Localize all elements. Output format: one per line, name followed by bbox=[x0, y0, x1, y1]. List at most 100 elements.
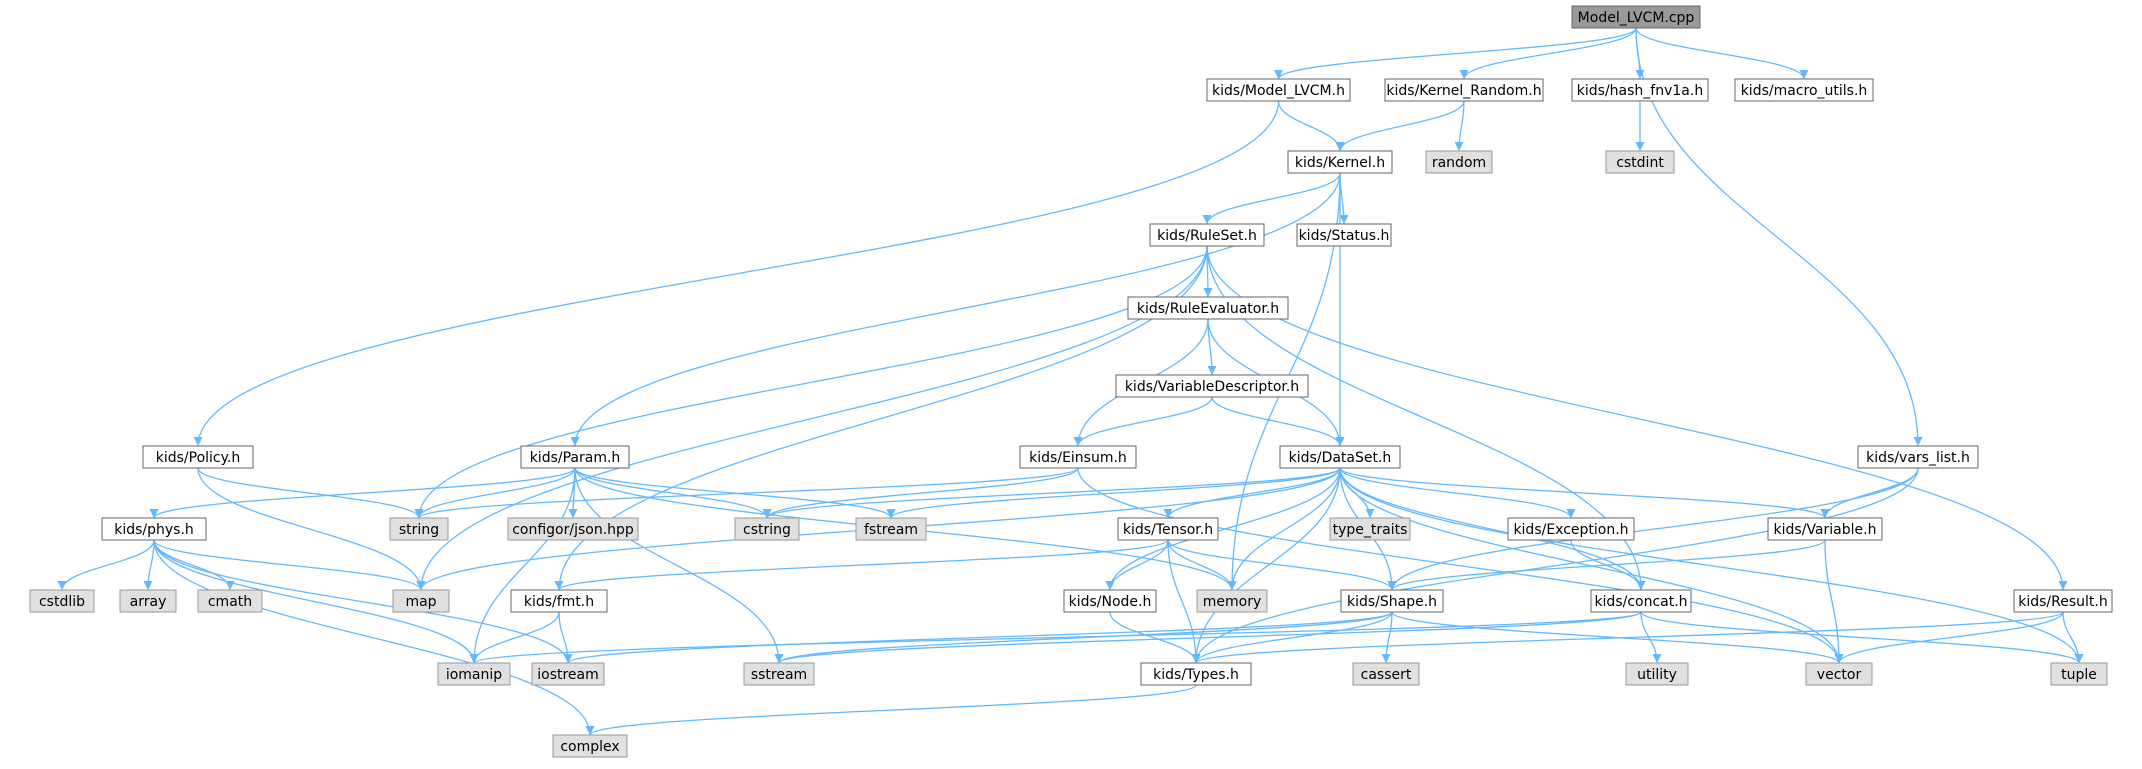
node-label: kids/hash_fnv1a.h bbox=[1577, 83, 1703, 99]
node-label: string bbox=[399, 522, 439, 538]
edge-variabledescriptor_h-to-einsum_h bbox=[1073, 396, 1213, 447]
node-box bbox=[1352, 662, 1420, 686]
node-kernel_random_h[interactable]: kids/Kernel_Random.h bbox=[1384, 78, 1544, 102]
edge-concat_h-to-iomanip bbox=[469, 611, 1642, 664]
edge-kernel_h-to-param_h bbox=[570, 172, 1341, 447]
node-label: Model_LVCM.cpp bbox=[1578, 10, 1695, 26]
node-phys_h[interactable]: kids/phys.h bbox=[101, 517, 207, 541]
node-result_h[interactable]: kids/Result.h bbox=[2013, 589, 2113, 613]
node-box bbox=[437, 662, 511, 686]
node-ruleevaluator_h[interactable]: kids/RuleEvaluator.h bbox=[1127, 296, 1289, 320]
node-box bbox=[2050, 662, 2108, 686]
node-label: cstdint bbox=[1616, 155, 1664, 171]
edge-root-to-kernel_random_h bbox=[1459, 27, 1637, 80]
node-box bbox=[1571, 78, 1709, 102]
edge-types_h-to-complex bbox=[585, 684, 1197, 736]
node-status_h[interactable]: kids/Status.h bbox=[1296, 223, 1392, 247]
node-box bbox=[1384, 78, 1544, 102]
edge-dataset_h-to-memory bbox=[1227, 467, 1341, 591]
edge-tensor_h-to-fmt_h bbox=[554, 539, 1169, 591]
node-label: kids/Policy.h bbox=[156, 450, 241, 466]
edge-phys_h-to-iomanip bbox=[153, 539, 479, 664]
node-exception_h[interactable]: kids/Exception.h bbox=[1507, 517, 1635, 541]
node-box bbox=[1287, 150, 1393, 174]
node-box bbox=[1019, 445, 1137, 469]
node-box bbox=[1115, 374, 1309, 398]
node-label: kids/Types.h bbox=[1153, 667, 1239, 683]
node-array: array bbox=[119, 589, 177, 613]
edge-node_h-to-types_h bbox=[1109, 611, 1201, 664]
node-label: kids/Tensor.h bbox=[1123, 522, 1213, 538]
node-variable_h[interactable]: kids/Variable.h bbox=[1767, 517, 1883, 541]
node-box bbox=[1571, 5, 1701, 29]
node-label: tuple bbox=[2061, 667, 2097, 683]
node-box bbox=[1590, 589, 1692, 613]
node-box bbox=[1340, 589, 1444, 613]
edge-concat_h-to-sstream bbox=[774, 611, 1642, 664]
node-box bbox=[520, 445, 630, 469]
edge-root-to-model_lvcm_h bbox=[1274, 27, 1637, 80]
node-hash_fnv1a_h[interactable]: kids/hash_fnv1a.h bbox=[1571, 78, 1709, 102]
edge-result_h-to-types_h bbox=[1191, 611, 2064, 664]
node-shape_h[interactable]: kids/Shape.h bbox=[1340, 589, 1444, 613]
edge-param_h-to-sstream bbox=[574, 467, 784, 664]
node-label: cstdlib bbox=[39, 594, 85, 610]
node-box bbox=[1857, 445, 1979, 469]
node-box bbox=[1625, 662, 1689, 686]
node-param_h[interactable]: kids/Param.h bbox=[520, 445, 630, 469]
node-cstdint: cstdint bbox=[1605, 150, 1675, 174]
node-node_h[interactable]: kids/Node.h bbox=[1063, 589, 1157, 613]
node-tensor_h[interactable]: kids/Tensor.h bbox=[1117, 517, 1219, 541]
node-kernel_h[interactable]: kids/Kernel.h bbox=[1287, 150, 1393, 174]
node-model_lvcm_h[interactable]: kids/Model_LVCM.h bbox=[1206, 78, 1351, 102]
edge-param_h-to-iomanip bbox=[469, 467, 576, 664]
node-utility: utility bbox=[1625, 662, 1689, 686]
node-variabledescriptor_h[interactable]: kids/VariableDescriptor.h bbox=[1115, 374, 1309, 398]
node-vector: vector bbox=[1805, 662, 1873, 686]
node-label: kids/Result.h bbox=[2018, 594, 2107, 610]
node-iostream: iostream bbox=[531, 662, 605, 686]
node-vars_list_h[interactable]: kids/vars_list.h bbox=[1857, 445, 1979, 469]
node-memory: memory bbox=[1196, 589, 1268, 613]
edge-shape_h-to-types_h bbox=[1191, 611, 1393, 664]
node-label: kids/RuleSet.h bbox=[1157, 228, 1257, 244]
node-box bbox=[197, 589, 263, 613]
node-box bbox=[389, 517, 449, 541]
node-root[interactable]: Model_LVCM.cpp bbox=[1571, 5, 1701, 29]
node-dataset_h[interactable]: kids/DataSet.h bbox=[1279, 445, 1401, 469]
edge-kernel_h-to-ruleset_h bbox=[1202, 172, 1341, 225]
edge-einsum_h-to-string bbox=[414, 467, 1079, 519]
node-label: kids/Variable.h bbox=[1774, 522, 1877, 538]
node-types_h[interactable]: kids/Types.h bbox=[1140, 662, 1252, 686]
node-box bbox=[101, 517, 207, 541]
node-label: cmath bbox=[208, 594, 252, 610]
nodes-layer: Model_LVCM.cpp kids/Model_LVCM.h kids/Kern… bbox=[29, 5, 2113, 758]
node-label: iomanip bbox=[446, 667, 502, 683]
node-label: random bbox=[1432, 155, 1486, 171]
edge-result_h-to-vector bbox=[1834, 611, 2064, 664]
edge-vars_list_h-to-shape_h bbox=[1387, 467, 1919, 591]
node-label: kids/Einsum.h bbox=[1029, 450, 1127, 466]
edge-shape_h-to-iostream bbox=[563, 611, 1393, 664]
node-box bbox=[1149, 223, 1265, 247]
node-ruleset_h[interactable]: kids/RuleSet.h bbox=[1149, 223, 1265, 247]
edge-param_h-to-phys_h bbox=[149, 467, 576, 519]
node-string: string bbox=[389, 517, 449, 541]
node-label: configor/json.hpp bbox=[512, 522, 634, 538]
node-label: kids/Node.h bbox=[1069, 594, 1152, 610]
node-box bbox=[510, 589, 608, 613]
edge-dataset_h-to-fstream bbox=[886, 467, 1341, 519]
edge-shape_h-to-cassert bbox=[1381, 611, 1393, 664]
node-concat_h[interactable]: kids/concat.h bbox=[1590, 589, 1692, 613]
node-einsum_h[interactable]: kids/Einsum.h bbox=[1019, 445, 1137, 469]
node-box bbox=[1196, 589, 1268, 613]
edge-kernel_random_h-to-kernel_h bbox=[1335, 100, 1465, 152]
node-macro_utils_h[interactable]: kids/macro_utils.h bbox=[1734, 78, 1874, 102]
node-fmt_h[interactable]: kids/fmt.h bbox=[510, 589, 608, 613]
node-policy_h[interactable]: kids/Policy.h bbox=[142, 445, 254, 469]
node-box bbox=[1140, 662, 1252, 686]
node-random: random bbox=[1425, 150, 1493, 174]
node-label: kids/Model_LVCM.h bbox=[1212, 83, 1345, 99]
node-label: sstream bbox=[751, 667, 807, 683]
node-box bbox=[1805, 662, 1873, 686]
